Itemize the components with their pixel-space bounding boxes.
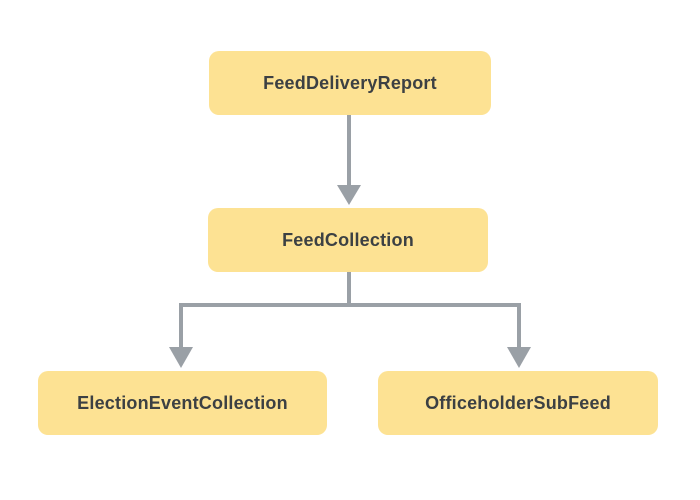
edge-line (347, 272, 521, 348)
node-feed-delivery-report: FeedDeliveryReport (209, 51, 491, 115)
arrowhead-down (507, 347, 531, 368)
node-label: FeedDeliveryReport (263, 72, 437, 93)
node-label: OfficeholderSubFeed (425, 392, 611, 413)
node-feed-collection: FeedCollection (208, 208, 488, 272)
node-officeholder-sub-feed: OfficeholderSubFeed (378, 371, 658, 435)
node-label: FeedCollection (282, 229, 414, 250)
node-election-event-collection: ElectionEventCollection (38, 371, 327, 435)
edge-feeddeliveryreport-feedcollection (337, 115, 361, 205)
edge-feedcollection-officeholdersubfeed (347, 272, 531, 368)
arrowhead-down (169, 347, 193, 368)
edge-line (179, 272, 351, 348)
node-label: ElectionEventCollection (77, 392, 288, 413)
arrowhead-down (337, 185, 361, 205)
edge-feedcollection-electioneventcollection (169, 272, 351, 368)
